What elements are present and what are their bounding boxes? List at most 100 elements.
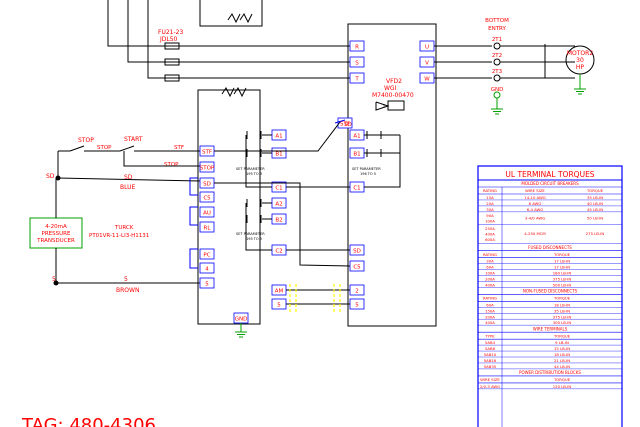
relay-term-B1-label: B1	[275, 152, 282, 158]
disconnect-breaker-symbol	[227, 13, 241, 24]
transducer-line-2: TRANSDUCER	[36, 238, 75, 244]
vfd-out-V-label: V	[425, 61, 429, 67]
jumper-pc-4	[189, 248, 198, 269]
ul-cell-3-1-1-0: 15 LB-IN	[554, 346, 570, 351]
link-stf	[214, 121, 341, 152]
ul-section-header-2: NON-FUSED DISCONNECTS	[523, 289, 578, 294]
transducer-part-number: PT01VR-11-LI3-H1131	[89, 233, 149, 239]
ul-cell-0-4-0-1: 400A	[485, 231, 495, 236]
ul-cell-2-1-1-0: 35 LB-IN	[554, 308, 570, 313]
panel-term-6-box	[199, 248, 215, 260]
ul-cell-3-0-1-0: 9 LB-IN	[555, 340, 569, 345]
panel-term-4-box	[199, 206, 215, 218]
vfd-warning-mark: !	[383, 104, 385, 110]
feed-to-fuse-2	[127, 58, 165, 63]
stop-wire-label: STOP	[97, 145, 112, 151]
ul-cell-3-4-0-0: 5AB35	[484, 364, 497, 369]
motor-hp-unit: HP	[576, 64, 585, 71]
ul-column-0-1: WIRE SIZE	[525, 188, 545, 193]
analog-term-2-label: 2	[355, 289, 359, 295]
ul-column-3-1: TORQUE	[553, 333, 571, 338]
motor-terminal-2	[493, 58, 501, 66]
link-stf-arrow	[334, 119, 346, 124]
io-panel-break	[233, 87, 247, 98]
feed-to-fuse-3	[147, 74, 165, 79]
ul-cell-2-1-0-0: 150A	[485, 308, 495, 313]
fuse-label: FU21-23	[158, 29, 183, 36]
jumper-sd-c5	[189, 177, 198, 196]
vfd-out-U-label: U	[425, 45, 429, 51]
vfd-term-sd-top: SD	[344, 122, 352, 128]
panel-term-8-label: 5	[205, 282, 209, 288]
ul-cell-0-0-1-0: 14-10 AWG	[524, 195, 545, 200]
motor-name: MOTOR2	[567, 50, 593, 57]
panel-term-5-label: RL	[204, 226, 212, 232]
vfd-out-W-label: W	[424, 77, 430, 83]
bottom-entry-line1: BOTTOM	[485, 18, 509, 24]
sd-wire-label: SD	[124, 174, 133, 181]
vfd-relay-note-1: SET PARAMETER	[352, 167, 381, 171]
vfd-brand: WGI	[384, 85, 397, 92]
stf-wire-label: STF	[174, 145, 184, 151]
ul-cell-3-3-1-0: 21 LB-IN	[554, 358, 570, 363]
panel-term-0-label: STF	[202, 150, 212, 156]
transducer-brand: TURCK	[114, 225, 134, 231]
panel-term-5-box	[199, 221, 215, 233]
vfd-in-S-box	[349, 56, 365, 68]
ul-cell-1-3-0-0: 200A	[485, 276, 495, 281]
ul-column-4-1: TORQUE	[553, 377, 571, 382]
ul-cell-0-3-0-1: 100A	[485, 218, 495, 223]
jumper-au-rl	[189, 206, 198, 226]
vfd2-box	[347, 23, 437, 327]
ul-cell-0-3-2-0: 50 LB-IN	[587, 216, 603, 221]
ul-column-0-0: RATING	[483, 188, 497, 193]
relay-note-0-l1: SET PARAMETER	[236, 167, 265, 171]
motor-terminal-3	[493, 74, 501, 82]
ul-cell-0-0-2-0: 35 LB-IN	[587, 195, 603, 200]
ul-cell-1-0-0-0: 30A	[486, 259, 494, 264]
panel-term-7-label: 4	[205, 267, 209, 273]
vfd-relay-common	[364, 135, 401, 188]
vfd-relay-note-2: 196 TO 5	[360, 172, 376, 176]
ul-cell-0-2-0-0: 30A	[486, 207, 494, 212]
ul-section-header-3: WIRE TERMINALS	[533, 326, 568, 331]
panel-term-2-label: SD	[203, 182, 211, 188]
vfd-nameplate	[387, 100, 405, 111]
five-wire-label: 5	[124, 276, 128, 283]
tag-label: TAG: 480-4306	[21, 415, 156, 427]
stop-wire-label-2: STOP	[164, 162, 179, 168]
five-node-label: 5	[52, 276, 56, 283]
ul-cell-2-2-0-0: 200A	[485, 314, 495, 319]
relay-common-1	[245, 135, 272, 188]
ul-cell-2-0-1-0: 18 LB-IN	[554, 302, 570, 307]
ul-section-header-1: FUSED DISCONNECTS	[528, 245, 572, 250]
ul-cell-1-4-0-0: 400A	[485, 282, 495, 287]
ul-cell-4-0-1-0: 120 LB-IN	[553, 384, 572, 389]
ul-cell-1-2-1-0: 180 LB-IN	[553, 271, 572, 276]
vfd-term-b1-label: B1	[353, 152, 360, 158]
vfd-term-a1-label: A1	[353, 134, 360, 140]
stop-feed-wire	[123, 151, 200, 167]
vfd-in-R-label: R	[355, 45, 359, 51]
ul-cell-1-2-0-0: 100A	[485, 271, 495, 276]
relay-term-A2-label: A2	[275, 202, 282, 208]
link-sd-c5	[214, 182, 351, 267]
relay-term-B2-label: B2	[275, 218, 282, 224]
ul-cell-1-1-0-0: 60A	[486, 265, 494, 270]
ul-column-3-0: TYPE	[484, 333, 495, 338]
ul-cell-2-2-1-0: 375 LB-IN	[553, 314, 572, 319]
ul-column-1-0: RATING	[483, 252, 497, 257]
ul-cell-0-0-0-0: 15A	[486, 195, 494, 200]
motor-terminal-label-1: 2T1	[492, 37, 502, 43]
ul-cell-0-2-1-0: 6-4 AWG	[527, 207, 544, 212]
vfd-term-sd-label: SD	[353, 249, 361, 255]
ul-cell-0-3-0-0: 90A	[486, 213, 494, 218]
ul-cell-1-1-1-0: 17 LB-IN	[554, 265, 570, 270]
ul-cell-2-0-0-0: 60A	[486, 302, 494, 307]
vfd-term-stf-box	[337, 117, 353, 129]
vfd-term-c5-label: C5	[353, 265, 361, 271]
ul-cell-4-0-0-0: 2/0-3 AWG	[480, 384, 500, 389]
ul-column-2-0: RATING	[483, 296, 497, 301]
